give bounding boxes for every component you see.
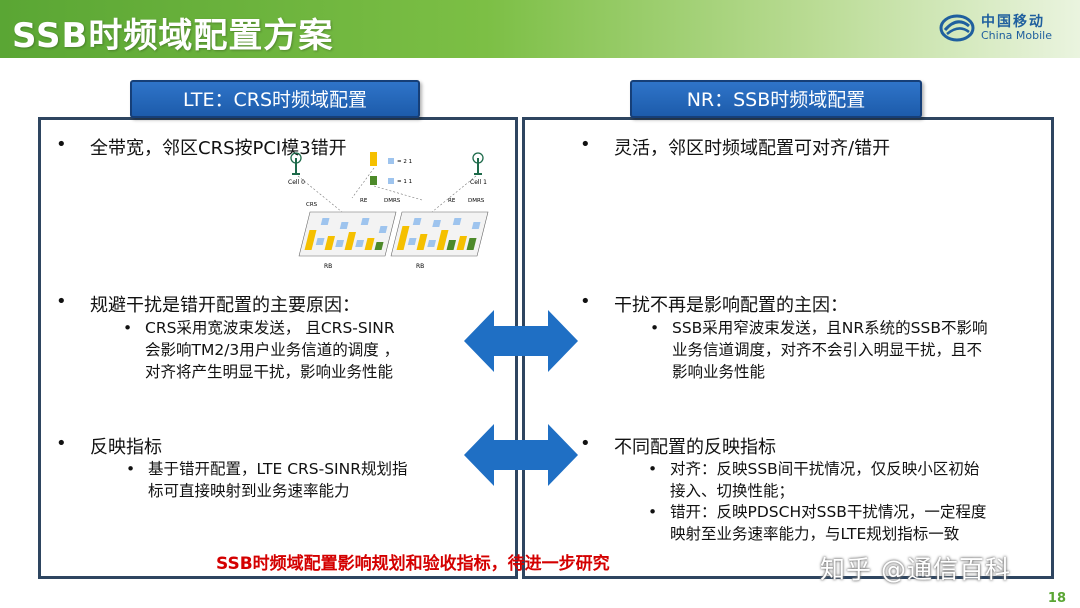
rb-label-1: RB [324, 263, 332, 270]
crs-rb-diagram: Cell 0 Cell 1 = 2 1 = 1 1 CRS RE DMRS RE… [288, 152, 489, 270]
china-mobile-logo: 中国移动 China Mobile [939, 12, 1052, 44]
lte-panel [38, 117, 518, 579]
lte-tab-label: LTE：CRS时频域配置 [130, 80, 420, 118]
slide-title: SSB时频域配置方案 [12, 16, 334, 56]
lte-bullet-2-sub: CRS采用宽波束发送， 且CRS-SINR 会影响TM2/3用户业务信道的调度 … [123, 317, 400, 383]
legend-green [370, 176, 377, 185]
nr-bullet-1: 灵活，邻区时频域配置可对齐/错开 [580, 134, 890, 160]
lte-bullet-3: 反映指标 [56, 433, 162, 459]
nr-b2-line-1: SSB采用窄波束发送，且NR系统的SSB不影响 [672, 319, 988, 337]
lte-bullet-1: 全带宽，邻区CRS按PCI模3错开 [56, 134, 347, 160]
dmrs-label-2: DMRS [468, 198, 485, 204]
re-label-2: RE [448, 198, 456, 204]
nr-bullet-2: 干扰不再是影响配置的主因： [580, 291, 848, 317]
nr-bullet-3: 不同配置的反映指标 [580, 433, 776, 459]
nr-b3-s2-line-2: 映射至业务速率能力，与LTE规划指标一致 [670, 525, 960, 543]
rb-label-2: RB [416, 263, 424, 270]
lte-b3-line-1: 基于错开配置，LTE CRS-SINR规划指 [148, 460, 408, 478]
nr-b3-s2-line-1: 错开：反映PDSCH对SSB干扰情况，一定程度 [670, 503, 987, 521]
nr-bullet-3-sub-1: 对齐：反映SSB间干扰情况，仅反映小区初始 接入、切换性能； [648, 458, 980, 502]
nr-bullet-3-sub-2: 错开：反映PDSCH对SSB干扰情况，一定程度 映射至业务速率能力，与LTE规划… [648, 501, 987, 545]
legend-label-2: = 1 1 [397, 179, 412, 185]
lte-bullet-2: 规避干扰是错开配置的主要原因： [56, 291, 360, 317]
cell0-label: Cell 0 [288, 179, 305, 186]
lte-b2-line-1: CRS采用宽波束发送， 且CRS-SINR [145, 319, 395, 337]
nr-tab-label: NR：SSB时频域配置 [630, 80, 922, 118]
page-number: 18 [1047, 591, 1066, 606]
dmrs-label-1: DMRS [384, 198, 401, 204]
logo-text-cn: 中国移动 [980, 13, 1045, 30]
cell0-tower-icon [290, 152, 302, 175]
rb-grid-2 [390, 211, 489, 257]
lte-b3-line-2: 标可直接映射到业务速率能力 [148, 482, 350, 500]
legend-blue-1 [388, 158, 394, 164]
cell1-label: Cell 1 [470, 179, 487, 186]
double-arrow-icon-2 [464, 424, 578, 486]
rb-grid-1 [298, 211, 397, 257]
lte-b2-line-2: 会影响TM2/3用户业务信道的调度 ， [145, 341, 400, 359]
conclusion-text: SSB时频域配置影响规划和验收指标，待进一步研究 [216, 554, 610, 574]
lte-bullet-3-sub: 基于错开配置，LTE CRS-SINR规划指 标可直接映射到业务速率能力 [126, 458, 408, 502]
zhihu-watermark: 知乎 @通信百科 [820, 555, 1011, 584]
nr-b3-s1-line-1: 对齐：反映SSB间干扰情况，仅反映小区初始 [670, 460, 980, 478]
re-label-1: RE [360, 198, 368, 204]
legend-yellow [370, 152, 377, 166]
nr-bullet-2-sub: SSB采用窄波束发送，且NR系统的SSB不影响 业务信道调度，对齐不会引入明显干… [650, 317, 988, 383]
double-arrow-icon-1 [464, 310, 578, 372]
lte-b2-line-3: 对齐将产生明显干扰，影响业务性能 [145, 363, 394, 381]
crs-label: CRS [306, 202, 318, 208]
header-bar: SSB时频域配置方案 中国移动 China Mobile [0, 0, 1080, 58]
nr-b2-line-2: 业务信道调度，对齐不会引入明显干扰，且不 [672, 341, 983, 359]
nr-b3-s1-line-2: 接入、切换性能； [670, 482, 795, 500]
cell1-tower-icon [472, 152, 484, 175]
logo-text-en: China Mobile [980, 28, 1052, 42]
nr-b2-line-3: 影响业务性能 [672, 363, 766, 381]
legend-blue-2 [388, 178, 394, 184]
china-mobile-logo-icon [939, 14, 975, 42]
legend-label-1: = 2 1 [397, 159, 412, 165]
